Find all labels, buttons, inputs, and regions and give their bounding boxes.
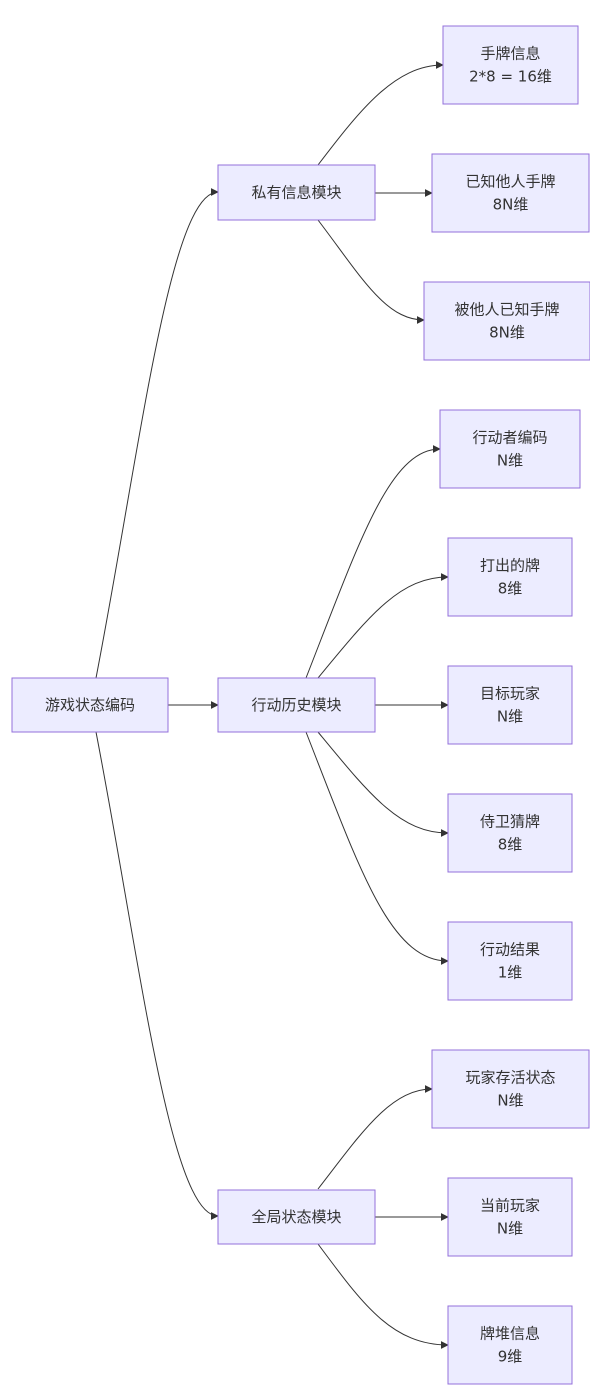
node-action-history-module-box bbox=[217, 677, 376, 733]
node-player-alive-box bbox=[431, 1049, 590, 1129]
node-global-state-module-label-1: 全局状态模块 bbox=[251, 1208, 341, 1226]
node-guard-guess-label-2: 8维 bbox=[498, 836, 523, 854]
node-game-state-encoding-box bbox=[11, 677, 169, 733]
node-deck-info-box bbox=[447, 1305, 573, 1385]
node-game-state-encoding-label-1: 游戏状态编码 bbox=[45, 696, 135, 714]
node-actor-encoding-label-2: N维 bbox=[497, 452, 523, 470]
node-actor-encoding: 行动者编码 N维 bbox=[439, 409, 581, 489]
node-played-card-label-2: 8维 bbox=[498, 580, 523, 598]
node-target-player-label-2: N维 bbox=[497, 708, 523, 726]
node-action-history-module: 行动历史模块 bbox=[217, 677, 376, 733]
edge-history-guard bbox=[317, 731, 449, 837]
node-deck-info: 牌堆信息 9维 bbox=[447, 1305, 573, 1385]
node-known-others-hand-box bbox=[431, 153, 590, 233]
node-target-player: 目标玩家 N维 bbox=[447, 665, 573, 745]
node-target-player-label-1: 目标玩家 bbox=[480, 685, 540, 703]
node-player-alive-label-2: N维 bbox=[497, 1092, 523, 1110]
edge-private-knownby bbox=[317, 219, 425, 324]
node-private-info-module-label-1: 私有信息模块 bbox=[251, 184, 341, 202]
edge-global-deck bbox=[317, 1243, 449, 1349]
node-guard-guess: 侍卫猜牌 8维 bbox=[447, 793, 573, 873]
node-known-others-hand-label-1: 已知他人手牌 bbox=[465, 173, 555, 191]
node-actor-encoding-box bbox=[439, 409, 581, 489]
node-action-result: 行动结果 1维 bbox=[447, 921, 573, 1001]
node-deck-info-label-1: 牌堆信息 bbox=[480, 1325, 540, 1343]
edge-global-alive bbox=[317, 1085, 433, 1190]
edge-private-hand bbox=[317, 61, 444, 166]
node-action-history-module-label-1: 行动历史模块 bbox=[251, 696, 341, 714]
node-played-card: 打出的牌 8维 bbox=[447, 537, 573, 617]
edge-history-result bbox=[305, 731, 449, 965]
node-game-state-encoding: 游戏状态编码 bbox=[11, 677, 169, 733]
edges bbox=[95, 61, 449, 1349]
node-current-player-label-1: 当前玩家 bbox=[480, 1197, 540, 1215]
node-global-state-module-box bbox=[217, 1189, 376, 1245]
node-private-info-module: 私有信息模块 bbox=[217, 164, 376, 221]
node-guard-guess-box bbox=[447, 793, 573, 873]
node-known-others-hand-label-2: 8N维 bbox=[493, 196, 529, 214]
node-guard-guess-label-1: 侍卫猜牌 bbox=[480, 813, 540, 831]
node-played-card-box bbox=[447, 537, 573, 617]
node-known-by-others-label-2: 8N维 bbox=[489, 324, 525, 342]
node-hand-info-label-2: 2*8 = 16维 bbox=[469, 68, 552, 86]
node-played-card-label-1: 打出的牌 bbox=[480, 557, 540, 575]
edge-root-private bbox=[95, 188, 219, 679]
node-current-player: 当前玩家 N维 bbox=[447, 1177, 573, 1257]
node-hand-info: 手牌信息 2*8 = 16维 bbox=[442, 25, 579, 105]
node-action-result-label-1: 行动结果 bbox=[480, 941, 540, 959]
node-player-alive: 玩家存活状态 N维 bbox=[431, 1049, 590, 1129]
edge-history-actor bbox=[305, 445, 441, 679]
node-global-state-module: 全局状态模块 bbox=[217, 1189, 376, 1245]
node-hand-info-box bbox=[442, 25, 579, 105]
node-actor-encoding-label-1: 行动者编码 bbox=[472, 429, 547, 447]
node-target-player-box bbox=[447, 665, 573, 745]
node-private-info-module-box bbox=[217, 164, 376, 221]
node-action-result-box bbox=[447, 921, 573, 1001]
edge-history-played bbox=[317, 573, 449, 679]
node-known-by-others-label-1: 被他人已知手牌 bbox=[454, 301, 559, 319]
edge-root-global bbox=[95, 731, 219, 1220]
node-current-player-box bbox=[447, 1177, 573, 1257]
node-known-by-others: 被他人已知手牌 8N维 bbox=[423, 281, 590, 361]
node-known-by-others-box bbox=[423, 281, 590, 361]
node-player-alive-label-1: 玩家存活状态 bbox=[465, 1069, 555, 1087]
node-known-others-hand: 已知他人手牌 8N维 bbox=[431, 153, 590, 233]
node-hand-info-label-1: 手牌信息 bbox=[480, 45, 540, 63]
node-current-player-label-2: N维 bbox=[497, 1220, 523, 1238]
node-deck-info-label-2: 9维 bbox=[498, 1348, 523, 1366]
node-action-result-label-2: 1维 bbox=[498, 964, 523, 982]
